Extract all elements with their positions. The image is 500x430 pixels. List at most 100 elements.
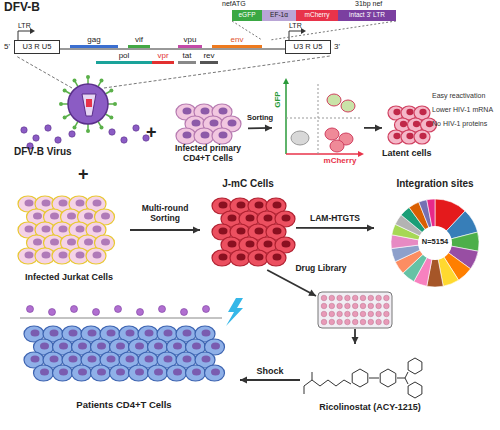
promoter-box: EF-1α [262, 10, 296, 21]
cell-nucleus [31, 329, 40, 336]
cell-nucleus [413, 121, 420, 127]
cell-nucleus [107, 355, 116, 362]
gate-line [318, 84, 319, 154]
cell-nucleus [76, 199, 85, 206]
virus-particle [93, 309, 100, 316]
cell-body [148, 365, 168, 381]
cell-nucleus [228, 119, 237, 126]
virus-spike [100, 125, 104, 129]
plate-well [384, 319, 390, 325]
ltr-box: U3 R U5 [285, 40, 331, 54]
cell-nucleus [183, 131, 192, 138]
virus-particle [203, 306, 210, 313]
cell-body [110, 365, 130, 381]
text-label: LTR [289, 22, 302, 30]
cell-nucleus [202, 329, 211, 336]
cell-nucleus [101, 238, 110, 245]
egfp-box: eGFP [232, 10, 262, 21]
cell-body [325, 128, 339, 140]
arrowhead [308, 290, 316, 296]
cell-nucleus [116, 368, 125, 375]
gene-bar: vpu [178, 34, 202, 48]
text-label: + [146, 122, 157, 143]
plate-well [345, 295, 351, 301]
virus-particle [45, 125, 51, 131]
cell-body [186, 365, 206, 381]
cell-nucleus [40, 368, 49, 375]
cell-body [72, 365, 92, 381]
virus-spike [73, 125, 77, 129]
box-label: EF-1α [270, 12, 288, 19]
flow-arrow [296, 225, 374, 232]
plate-well [360, 295, 366, 301]
virus-particle [137, 309, 144, 316]
arrowhead [352, 337, 359, 344]
cell-nucleus [59, 225, 68, 232]
virus-genome [86, 99, 92, 107]
virus-particle [49, 309, 56, 316]
node-label: Integration sites [374, 178, 496, 190]
cell-body [327, 94, 341, 106]
plate-well [329, 319, 335, 325]
cell-nucleus [84, 212, 93, 219]
cell-nucleus [237, 253, 246, 260]
cell-nucleus [192, 342, 201, 349]
cell-nucleus [116, 342, 125, 349]
membrane-line [20, 318, 222, 319]
virus-particle [121, 137, 127, 143]
cell-group: Patients CD4+T Cells [8, 300, 240, 418]
cell-body [291, 131, 309, 145]
node-label: Latent cells [382, 148, 452, 158]
plate-well [345, 303, 351, 309]
cell-nucleus [201, 107, 210, 114]
cell-nucleus [78, 368, 87, 375]
plate-well [360, 319, 366, 325]
arrow-line [248, 127, 272, 129]
cell-body [212, 128, 232, 144]
plate-well [337, 295, 343, 301]
cell-nucleus [59, 342, 68, 349]
cell-nucleus [393, 133, 400, 139]
cell-nucleus [33, 238, 42, 245]
cell-nucleus [42, 199, 51, 206]
gene-bar: tat [178, 50, 196, 64]
cell-nucleus [126, 329, 135, 336]
arrowhead [375, 124, 382, 131]
virus-particle [55, 137, 61, 143]
cell-nucleus [228, 240, 237, 247]
cell-nucleus [135, 368, 144, 375]
virus-spike [109, 116, 113, 120]
cell-body [230, 250, 250, 266]
gene-bar: env [212, 34, 262, 48]
pie-chart: Integration sitesN=5154 [374, 178, 496, 300]
cell-nucleus [76, 225, 85, 232]
gene-label: vpr [152, 50, 174, 61]
cell-nucleus [76, 251, 85, 258]
cell-nucleus [93, 225, 102, 232]
arrowhead [240, 377, 247, 384]
molecule-bond [405, 372, 408, 378]
promoter-arrowhead [30, 28, 35, 34]
arrow-label: Drug Library [290, 264, 352, 274]
plate-well [368, 319, 374, 325]
cell-body [53, 365, 73, 381]
cell-nucleus [145, 329, 154, 336]
molecule-bond [405, 378, 408, 384]
node-label: DFV-B Virus [14, 146, 153, 158]
cell-nucleus [183, 355, 192, 362]
plate-well [329, 311, 335, 317]
plate-well [345, 311, 351, 317]
node-label: Ricolinostat (ACY-1215) [300, 402, 440, 412]
gene-bar: pol [96, 50, 152, 64]
cell-nucleus [93, 199, 102, 206]
cell-nucleus [42, 225, 51, 232]
cell-nucleus [78, 342, 87, 349]
cell-nucleus [67, 212, 76, 219]
text-label: nefATG [222, 0, 246, 8]
node-label: mCherry [316, 156, 364, 165]
arrow-label: LAM-HTGTS [298, 214, 372, 224]
cell-nucleus [400, 121, 407, 127]
cell-body [212, 250, 232, 266]
gene-label: vpu [178, 34, 202, 45]
